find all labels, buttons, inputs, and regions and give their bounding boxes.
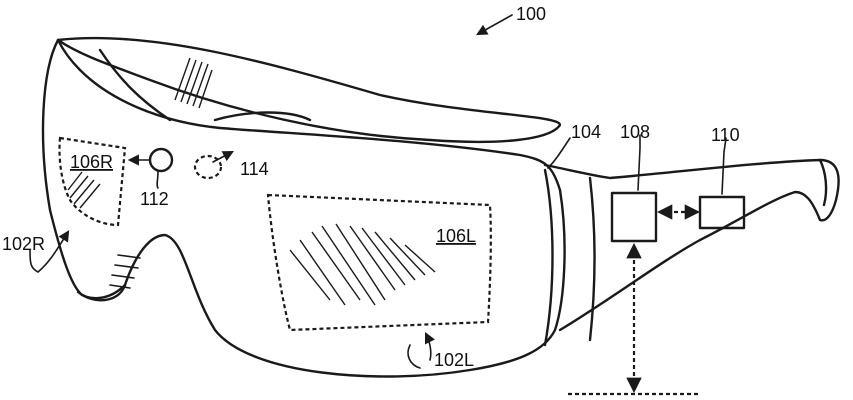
- label-100: 100: [516, 4, 546, 24]
- sensor-114: [193, 150, 234, 180]
- label-102L: 102L: [434, 350, 474, 370]
- leader-lines: [29, 14, 727, 369]
- module-110: [698, 195, 746, 230]
- label-114: 114: [240, 159, 269, 179]
- label-102R: 102R: [2, 234, 45, 254]
- label-108: 108: [620, 122, 650, 142]
- sensor-112: [127, 147, 174, 189]
- back-arm-hatching: [174, 57, 213, 109]
- label-104: 104: [571, 122, 601, 142]
- label-112: 112: [140, 189, 169, 209]
- module-108: [610, 191, 658, 243]
- back-temple-arm: [56, 36, 562, 144]
- display-106L: [266, 193, 492, 332]
- lens-shield: [41, 38, 566, 378]
- front-temple-arm: [543, 158, 840, 342]
- label-110: 110: [711, 125, 740, 145]
- display-106R: [58, 136, 127, 227]
- label-106L: 106L: [436, 226, 476, 246]
- label-106R: 106R: [70, 152, 113, 172]
